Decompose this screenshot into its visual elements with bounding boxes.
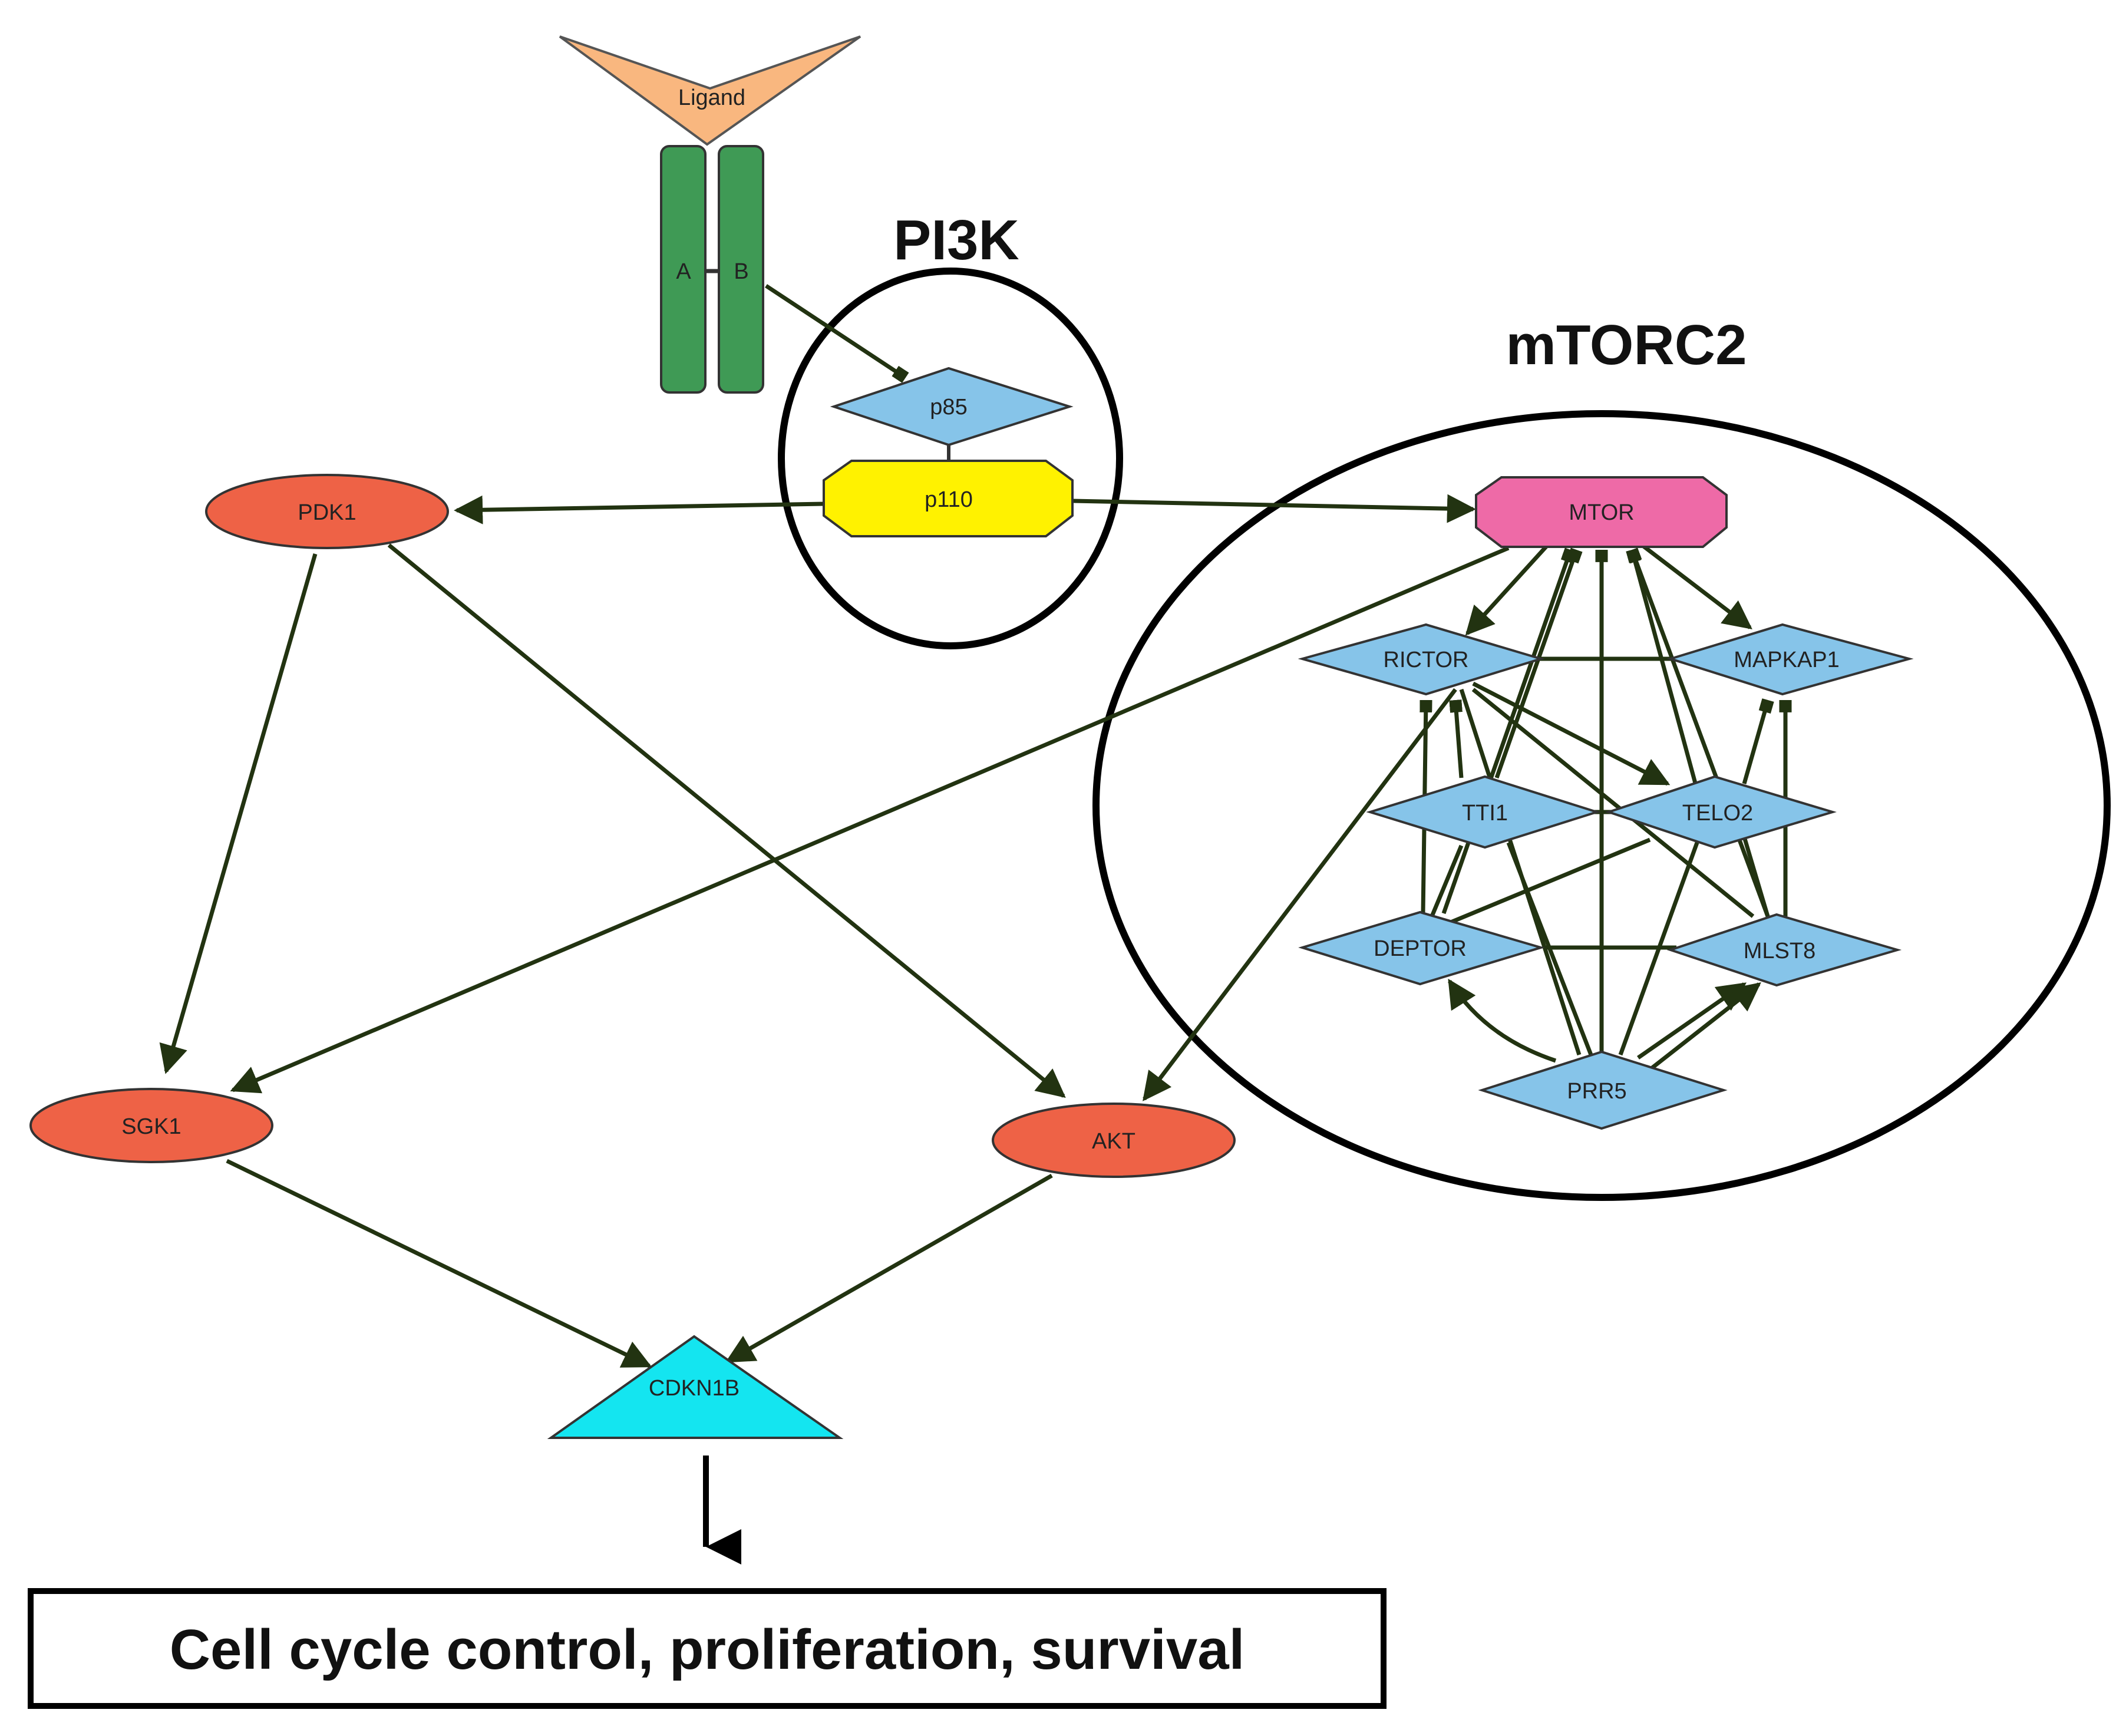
receptor: A B	[660, 145, 764, 394]
outcome-box: Cell cycle control, proliferation, survi…	[28, 1588, 1387, 1709]
edge-mtor-sgk1	[230, 546, 1510, 1094]
edge-mlst8-mtor	[1626, 547, 1770, 917]
p110-label: p110	[925, 487, 973, 512]
edge-telo2-mtor	[1626, 548, 1699, 790]
edge-sgk1-cdkn1b	[226, 1159, 652, 1368]
edge-deptor-mtor	[1441, 547, 1577, 915]
ligand-shape	[559, 35, 861, 146]
p85-node: p85	[830, 367, 1074, 447]
akt-node: AKT	[992, 1103, 1236, 1178]
p110-node: p110	[823, 460, 1074, 537]
mtor-label: MTOR	[1569, 500, 1634, 525]
p110-shape	[823, 460, 1074, 537]
edge-telo2-mlst8	[1742, 836, 1770, 917]
receptor-b-label: B	[734, 259, 748, 284]
prr5-shape	[1478, 1050, 1728, 1130]
sgk1-node: SGK1	[29, 1088, 273, 1163]
edge-telo2-mapkap1	[1742, 698, 1774, 784]
pi3k-complex-circle	[778, 268, 1123, 649]
telo2-node: TELO2	[1605, 775, 1837, 849]
mtorc2-complex-circle	[1092, 410, 2111, 1201]
edge-mtor-rictor	[1465, 534, 1557, 636]
tti1-label: TTI1	[1462, 801, 1508, 826]
pdk1-shape	[205, 474, 449, 549]
edge-rictor-mlst8	[1471, 688, 1755, 918]
rictor-shape	[1298, 623, 1545, 696]
mlst8-shape	[1666, 913, 1902, 987]
p85-shape	[830, 367, 1074, 447]
edge-tti1-mtor	[1494, 547, 1583, 779]
telo2-shape	[1605, 775, 1837, 849]
mtor-shape	[1475, 476, 1728, 548]
cdkn1b-shape	[547, 1335, 844, 1439]
ligand: Ligand	[559, 35, 861, 146]
edge-prr5-deptor	[1448, 978, 1557, 1063]
pdk1-node: PDK1	[205, 474, 449, 549]
pdk1-label: PDK1	[298, 500, 356, 525]
outcome-frame	[28, 1588, 1387, 1709]
edges	[159, 284, 1792, 1565]
cdkn1b-label: CDKN1B	[649, 1376, 740, 1401]
edge-p110-pdk1	[454, 495, 826, 524]
sgk1-shape	[29, 1088, 273, 1163]
prr5-label: PRR5	[1567, 1079, 1626, 1104]
prr5-node: PRR5	[1478, 1050, 1728, 1130]
deptor-label: DEPTOR	[1374, 936, 1467, 961]
akt-shape	[992, 1103, 1236, 1178]
deptor-node: DEPTOR	[1298, 910, 1546, 986]
edge-mtor-mapkap1	[1636, 540, 1752, 629]
edge-rictor-akt	[1143, 688, 1457, 1101]
edge-pdk1-akt	[387, 543, 1066, 1098]
mapkap1-shape	[1666, 623, 1914, 696]
mlst8-node: MLST8	[1666, 913, 1902, 987]
p85-label: p85	[930, 395, 967, 420]
cdkn1b-node: CDKN1B	[547, 1335, 844, 1439]
edge-tti1-deptor	[1430, 844, 1464, 917]
edge-telo2-deptor	[1442, 837, 1651, 928]
deptor-shape	[1298, 910, 1546, 986]
edge-p110-mtor	[1072, 494, 1476, 523]
edge-receptor-p85	[765, 284, 909, 383]
edge-akt-cdkn1b	[725, 1173, 1053, 1364]
ligand-label: Ligand	[678, 85, 745, 110]
receptor-a-label: A	[676, 259, 691, 284]
edge-prr5-mlst8-b	[1648, 982, 1761, 1071]
telo2-label: TELO2	[1682, 801, 1753, 826]
tti1-shape	[1366, 775, 1601, 849]
mtorc2-group-label: mTORC2	[1506, 313, 1747, 377]
edge-pdk1-sgk1	[159, 553, 318, 1074]
mlst8-label: MLST8	[1744, 939, 1815, 963]
sgk1-label: SGK1	[121, 1114, 181, 1139]
edge-prr5-mlst8-a	[1637, 982, 1747, 1060]
edge-telo2-prr5	[1618, 841, 1699, 1056]
akt-label: AKT	[1092, 1129, 1135, 1154]
edge-tti1-rictor	[1449, 699, 1464, 778]
mapkap1-node: MAPKAP1	[1666, 623, 1914, 696]
outcome-label: Cell cycle control, proliferation, survi…	[170, 1618, 1245, 1681]
mtor-node: MTOR	[1475, 476, 1728, 548]
pi3k-group-label: PI3K	[893, 209, 1019, 272]
rictor-node: RICTOR	[1298, 623, 1545, 696]
edge-rictor-telo2	[1472, 681, 1671, 786]
mapkap1-label: MAPKAP1	[1734, 648, 1840, 672]
tti1-node: TTI1	[1366, 775, 1601, 849]
rictor-label: RICTOR	[1384, 648, 1469, 672]
